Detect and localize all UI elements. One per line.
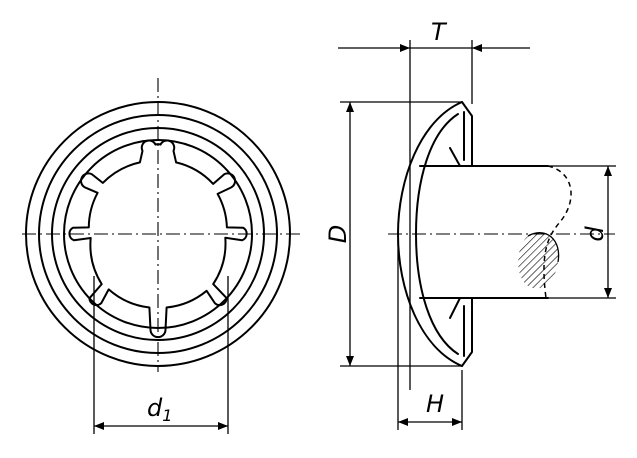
dome-inner-upper <box>415 113 459 235</box>
shaft-section-hatch <box>518 232 559 289</box>
outer-rim-circle <box>25 101 291 367</box>
spring-tooth-profile <box>68 139 248 339</box>
lower-spring-finger <box>449 297 473 367</box>
shaft-break-line <box>543 165 572 299</box>
spring-outer-circle <box>63 139 253 329</box>
t-label: T <box>431 18 448 46</box>
d1-label: d1 <box>147 394 172 425</box>
hatch-boundary <box>527 232 560 263</box>
dome-outer-profile <box>397 101 463 367</box>
big-d-label: D <box>324 225 352 243</box>
side-view: T D d H <box>324 18 616 430</box>
upper-spring-finger <box>449 101 473 167</box>
h-label: H <box>426 390 444 418</box>
rim-inner-circle <box>38 114 278 354</box>
front-view: d1 <box>22 78 302 434</box>
small-d-label: d <box>581 226 609 242</box>
dome-inner-lower <box>415 233 459 355</box>
face-circle <box>51 127 265 341</box>
